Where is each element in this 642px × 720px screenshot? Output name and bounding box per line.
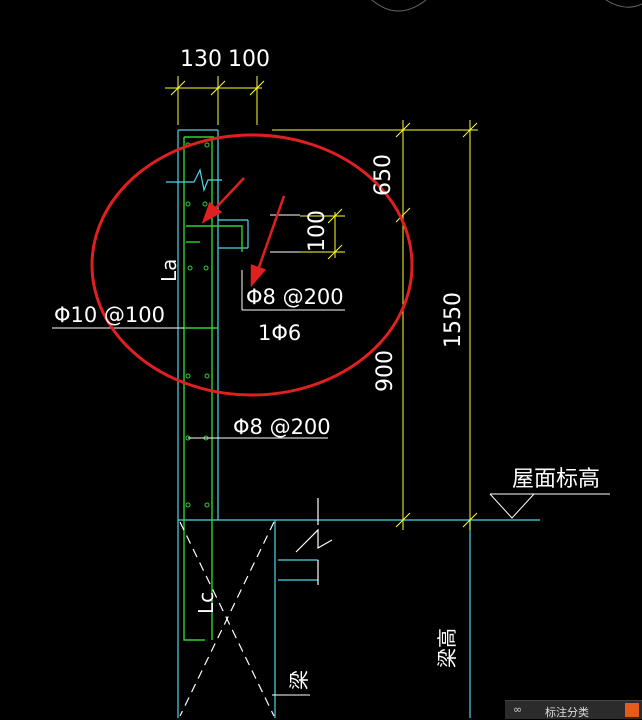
label-beam-height: 梁高 [435,628,459,668]
taskbar-label[interactable]: 标注分类 [545,706,589,719]
break-symbol-beam [295,498,333,585]
leader-lines [52,214,345,696]
label-roof-level: 屋面标高 [512,467,600,492]
label-rebar-stirrup-2: Φ8 @200 [233,415,331,439]
label-rebar-stirrup-1: Φ8 @200 [246,285,344,309]
break-symbol-upper [166,168,222,193]
taskbar-fragment: ∞ 标注分类 [505,700,642,719]
dimension-lines [165,76,478,530]
arrow-head-1 [201,201,223,224]
roof-level-symbol [489,493,610,519]
link-icon[interactable]: ∞ [513,703,523,716]
rebar-dots [185,142,210,508]
app-icon[interactable] [625,703,639,717]
partial-arc-left [371,0,427,12]
label-beam: 梁 [287,670,311,690]
dim-height-650: 650 [371,154,396,196]
dim-width-130: 130 [180,47,222,72]
dim-height-1550: 1550 [441,292,466,348]
dim-width-100: 100 [228,47,270,72]
label-rebar-main: Φ10 @100 [54,303,165,327]
rebar-lines [183,136,243,641]
dim-height-100: 100 [305,210,330,252]
dim-height-900: 900 [373,350,398,392]
concrete-outline [177,129,540,718]
label-lap-upper: La [157,259,181,282]
arrow-head-2 [250,264,267,288]
partial-arc-right [605,0,642,8]
annotation-arrows [201,177,286,288]
label-rebar-single: 1Φ6 [258,321,301,345]
beam-section-cross [179,521,275,717]
annotation-circle [90,133,414,397]
label-lap-lower: Lc [194,592,218,614]
